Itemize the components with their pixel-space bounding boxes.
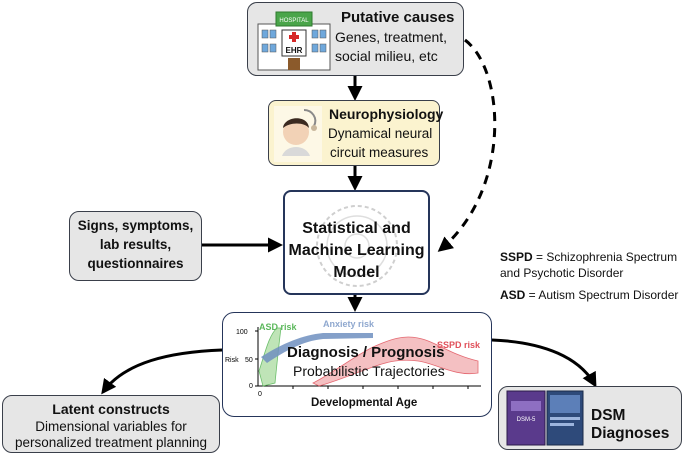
causes-title: Putative causes [341,9,455,26]
anxiety-risk-band [261,333,373,363]
risk-trajectory-chart: ASD risk Anxiety risk SSPD risk 100 Risk… [225,319,481,398]
xtick-0: 0 [258,391,262,398]
dsm-book-1 [506,390,546,446]
sspd-abbr: SSPD [500,250,533,264]
dashed-arrow-causes-to-model [437,38,497,252]
hospital-sign-text: HOSPITAL [279,18,309,24]
asd-abbr: ASD [500,288,526,302]
sspd-risk-band [312,336,479,387]
ytick-50: 50 [245,357,253,364]
x-axis-label: Developmental Age [311,397,418,409]
diagnosis-subtitle: Probabilistic Trajectories [293,363,445,379]
ehr-label: EHR [286,46,303,55]
anxiety-risk-label: Anxiety risk [323,319,375,329]
ytick-0: 0 [249,383,253,390]
neurophysiology-box: Neurophysiology Dynamical neural circuit… [268,100,444,166]
gear-watermark-icon [316,205,398,287]
model-line-1: Statistical and [302,220,411,237]
dsm-book-1-label: DSM-5 [517,417,536,423]
diagnosis-prognosis-box: ASD risk Anxiety risk SSPD risk 100 Risk… [222,312,492,417]
latent-title: Latent constructs [52,401,170,417]
model-line-3: Model [333,264,380,281]
diagnosis-title: Diagnosis / Prognosis [287,344,445,361]
causes-line-1: Genes, treatment, [335,29,448,45]
signs-line-1: Signs, symptoms, [77,218,194,233]
neuro-title: Neurophysiology [329,106,444,122]
sspd-risk-label: SSPD risk [437,340,481,350]
child-eeg-icon [274,106,322,162]
arrow-diagnosis-to-latent [101,348,223,395]
dsm-diagnoses-box: DSM-5 DSM Diagnoses [498,386,682,450]
x-ticks [292,386,469,389]
neuro-line-1: Dynamical neural [328,126,433,141]
latent-constructs-box: Latent constructs Dimensional variables … [2,395,220,453]
arrow-diagnosis-to-dsm [491,338,597,388]
asd-def: = Autism Spectrum Disorder [525,288,679,302]
causes-line-2: social milieu, etc [335,48,438,64]
signs-symptoms-box: Signs, symptoms, lab results, questionna… [69,211,202,281]
ml-model-box: Statistical and Machine Learning Model [283,190,430,295]
model-line-2: Machine Learning [288,242,425,259]
signs-line-2: lab results, [99,237,172,252]
asd-risk-label: ASD risk [259,322,298,332]
ytick-100: 100 [236,329,248,336]
sspd-def-2: and Psychotic Disorder [500,266,624,280]
y-axis-label: Risk [225,357,239,364]
dsm-books-icon: DSM-5 [506,390,584,446]
latent-line-1: Dimensional variables for [35,419,187,434]
abbreviation-legend: SSPD = Schizophrenia Spectrum and Psycho… [500,245,682,305]
hospital-icon: HOSPITAL EHR [257,11,331,71]
latent-line-2: personalized treatment planning [14,435,208,450]
signs-line-3: questionnaires [87,256,184,271]
dsm-title: DSM Diagnoses [591,407,670,442]
putative-causes-box: HOSPITAL EHR Putative causes Genes, trea… [247,2,464,76]
y-ticks [255,330,258,387]
sspd-def-1: = Schizophrenia Spectrum [532,250,678,264]
neuro-line-2: circuit measures [330,145,429,160]
